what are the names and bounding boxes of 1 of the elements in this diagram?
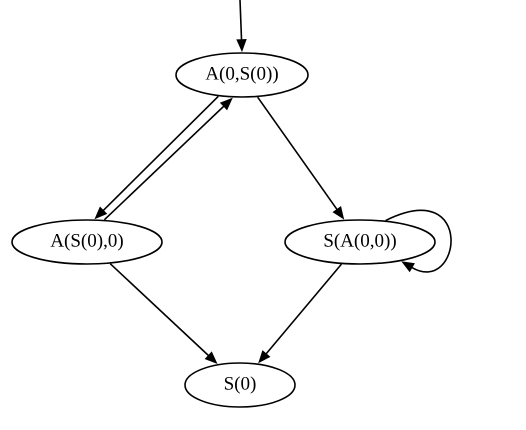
arrow (385, 210, 452, 272)
